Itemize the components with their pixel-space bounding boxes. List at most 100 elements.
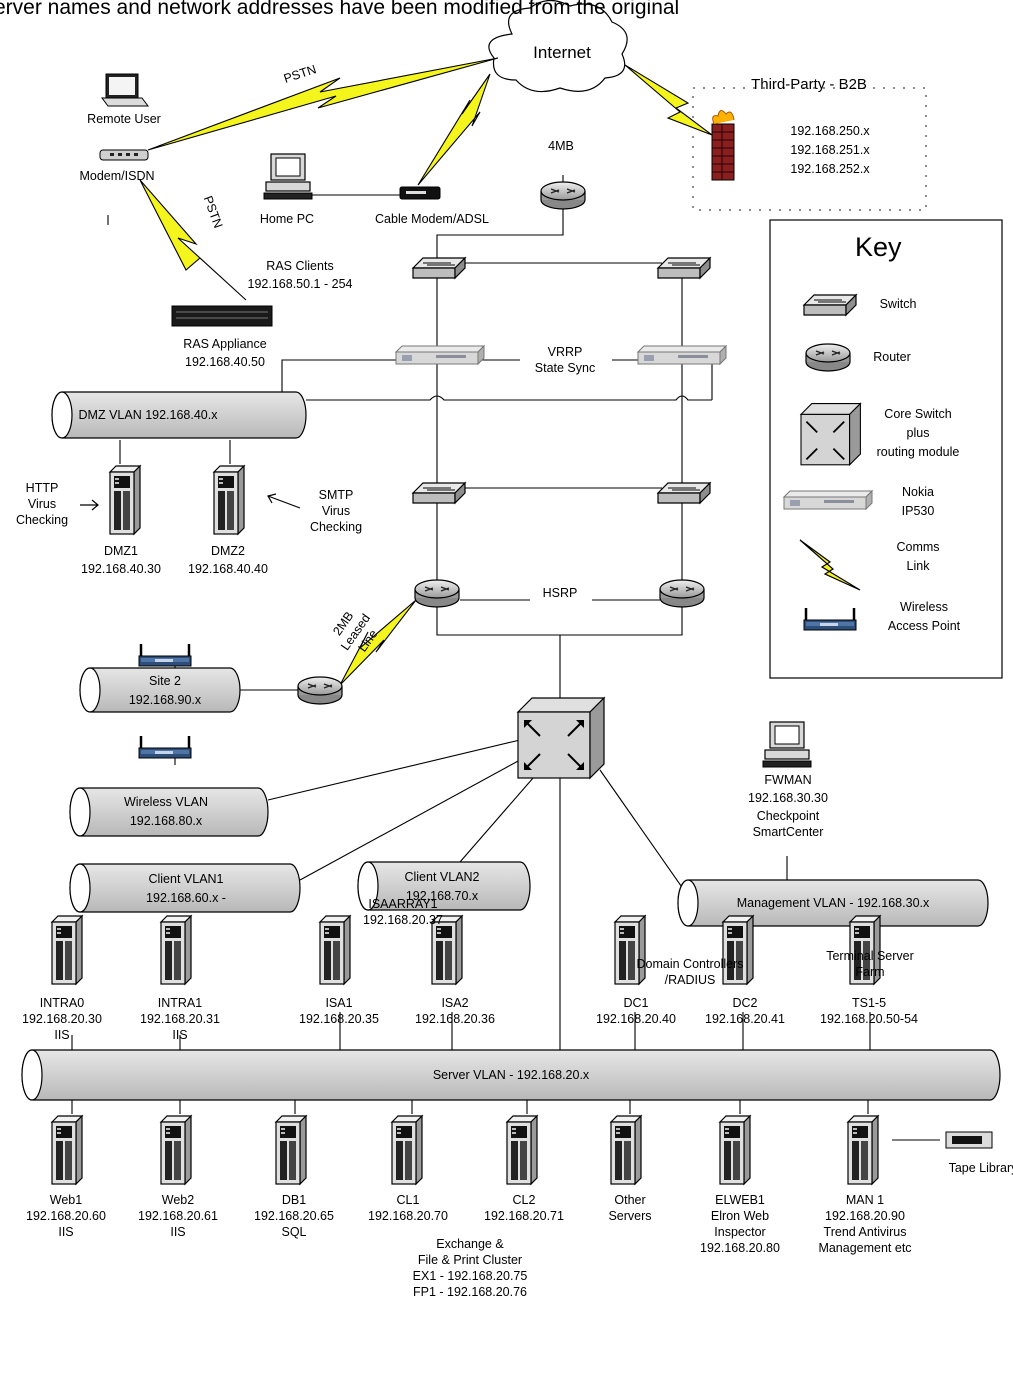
server-label-cl2: CL2 192.168.20.71: [484, 1193, 564, 1223]
diagram-banner: Server names and network addresses have …: [0, 0, 680, 19]
dmz2-name: DMZ2: [210, 544, 246, 558]
modem-isdn-label: Modem/ISDN: [79, 169, 155, 183]
third-party-address: 192.168.252.x: [790, 162, 870, 176]
cluster-label: Exchange & File & Print Cluster EX1 - 19…: [412, 1237, 528, 1299]
key-label-router: Router: [873, 350, 911, 364]
server-label-isa2: ISA2 192.168.20.36: [415, 996, 495, 1026]
client-vlan2-ip: 192.168.70.x: [405, 889, 479, 903]
management-vlan-cylinder: [677, 879, 989, 927]
server-label-cl1: CL1 192.168.20.70: [368, 1193, 448, 1223]
third-party-address: 192.168.251.x: [790, 143, 870, 157]
server-label-isa1: ISA1 192.168.20.35: [299, 996, 379, 1026]
key-label-switch: Switch: [879, 297, 917, 311]
smtp-virus-note: SMTP Virus Checking: [309, 488, 363, 534]
home-pc-icon: [263, 153, 313, 200]
wireless-vlan-cylinder: [69, 787, 269, 837]
server-label-db1: DB1 192.168.20.65 SQL: [254, 1193, 334, 1239]
key-label-core-switch: Core Switch plus routing module: [876, 407, 960, 459]
dmz1-server-icon: [109, 465, 141, 535]
site2-vlan-name: Site 2: [149, 674, 181, 688]
client-vlan2-name: Client VLAN2: [404, 870, 480, 884]
fwman-desc: Checkpoint SmartCenter: [752, 809, 824, 839]
server-icon: [391, 1115, 423, 1185]
comms-link-pstn-ras: [139, 179, 247, 301]
key-router-icon: [805, 343, 851, 372]
dmz1-name: DMZ1: [103, 544, 139, 558]
server-vlan-label: Server VLAN - 192.168.20.x: [432, 1068, 590, 1082]
client-vlan1-ip: 192.168.60.x -: [146, 891, 226, 905]
server-vlan-cylinder: [21, 1049, 1001, 1101]
dmz1-ip: 192.168.40.30: [81, 562, 161, 576]
client-vlan1-cylinder: [69, 863, 301, 913]
connection-lines: [71, 175, 940, 1141]
http-virus-note: HTTP Virus Checking: [15, 481, 69, 527]
remote-user-laptop-icon: [101, 73, 149, 107]
server-label-web1: Web1 192.168.20.60 IIS: [26, 1193, 106, 1239]
server-icon: [51, 1115, 83, 1185]
switch-icon: [657, 482, 711, 504]
wireless-ap-icon: [137, 734, 193, 760]
server-icon: [319, 915, 351, 985]
fwman-ip: 192.168.30.30: [748, 791, 828, 805]
server-label-ts: TS1-5 192.168.20.50-54: [819, 996, 919, 1026]
key-label-nokia: Nokia IP530: [901, 485, 935, 518]
vrrp-label: VRRP State Sync: [534, 345, 596, 375]
server-label-dc2: DC2 192.168.20.41: [705, 996, 785, 1026]
switch-icon: [412, 257, 466, 279]
key-panel: [769, 219, 1003, 679]
four-mb-label: 4MB: [548, 139, 574, 153]
tape-library-label: Tape Library: [948, 1161, 1013, 1175]
server-icon: [160, 915, 192, 985]
terminal-server-farm-label: Terminal Server Farm: [826, 949, 914, 979]
dmz2-server-icon: [213, 465, 245, 535]
router-icon: [414, 579, 460, 608]
ras-clients-range: 192.168.50.1 - 254: [247, 277, 353, 291]
hsrp-label: HSRP: [538, 585, 582, 601]
nokia-ip530-icon: [637, 345, 727, 365]
home-pc-label: Home PC: [259, 212, 315, 226]
site2-vlan-cylinder: [79, 667, 241, 713]
nokia-ip530-icon: [395, 345, 485, 365]
server-icon: [610, 1115, 642, 1185]
server-icon: [719, 1115, 751, 1185]
isaarray-label: ISAARRAY1 192.168.20.37: [363, 897, 443, 927]
site2-vlan-ip: 192.168.90.x: [128, 693, 202, 707]
server-label-intra1: INTRA1 192.168.20.31 IIS: [140, 996, 220, 1042]
core-switch-icon: [516, 696, 606, 780]
key-label-wireless-ap: Wireless Access Point: [887, 600, 961, 633]
wireless-vlan-name: Wireless VLAN: [123, 795, 209, 809]
client-vlan2-cylinder: [357, 861, 531, 911]
key-switch-icon: [803, 294, 857, 316]
server-label-web2: Web2 192.168.20.61 IIS: [138, 1193, 218, 1239]
dmz2-ip: 192.168.40.40: [188, 562, 268, 576]
management-vlan-label: Management VLAN - 192.168.30.x: [736, 896, 930, 910]
cable-modem-icon: [399, 186, 441, 200]
server-label-man1: MAN 1 192.168.20.90 Trend Antivirus Mana…: [818, 1193, 912, 1255]
switch-icon: [412, 482, 466, 504]
smtp-arrow-icon: [267, 493, 301, 509]
server-icon: [275, 1115, 307, 1185]
key-core-switch-icon: [799, 402, 862, 467]
firewall-icon: [711, 110, 735, 181]
modem-isdn-icon: [99, 149, 149, 161]
comms-link-remote-internet: [147, 57, 499, 151]
third-party-address: 192.168.250.x: [790, 124, 870, 138]
server-label-elweb1: ELWEB1 Elron Web Inspector 192.168.20.80: [700, 1193, 780, 1255]
wireless-vlan-ip: 192.168.80.x: [129, 814, 203, 828]
domain-controllers-label: Domain Controllers /RADIUS: [636, 957, 744, 987]
cable-modem-label: Cable Modem/ADSL: [375, 212, 489, 226]
server-label-intra0: INTRA0 192.168.20.30 IIS: [22, 996, 102, 1042]
http-arrow-icon: [80, 499, 99, 511]
third-party-title: Third-Party - B2B: [751, 76, 867, 93]
router-icon: [659, 579, 705, 608]
router-icon: [297, 676, 343, 705]
key-title: Key: [855, 232, 902, 262]
comms-link-cable-internet: [417, 73, 491, 186]
server-icon: [506, 1115, 538, 1185]
client-vlan1-name: Client VLAN1: [148, 872, 224, 886]
fwman-pc-icon: [762, 721, 812, 768]
remote-user-label: Remote User: [87, 112, 161, 126]
comms-link-internet-thirdparty: [624, 64, 713, 136]
ras-appliance-ip: 192.168.40.50: [185, 355, 265, 369]
